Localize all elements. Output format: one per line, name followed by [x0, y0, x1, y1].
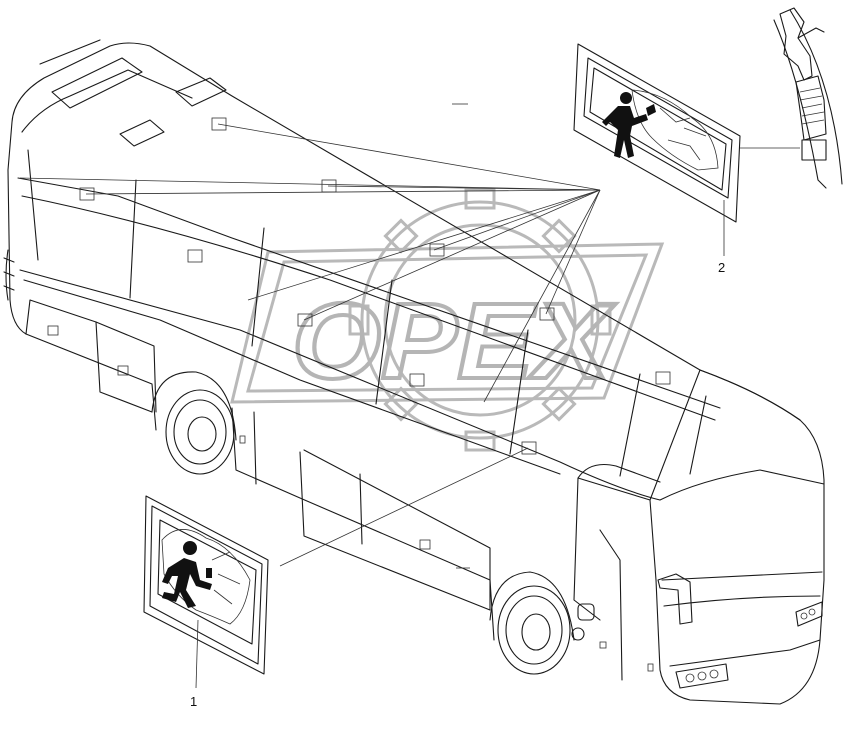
callout-1: 1 [190, 694, 197, 709]
sign-markers [47, 117, 671, 550]
rear-wheel [489, 571, 575, 675]
running-person-icon [162, 541, 212, 608]
emergency-hammer-icon [773, 7, 843, 189]
leader-lines [19, 123, 800, 567]
opex-watermark: OPEX [230, 188, 665, 452]
emergency-exit-sign-1 [143, 495, 269, 675]
bus-drawing [3, 39, 825, 705]
front-wheel [151, 371, 237, 475]
emergency-hammer-sign-2 [573, 43, 741, 223]
person-hammer-icon [602, 92, 656, 158]
callout-2: 2 [718, 260, 725, 275]
callouts: 1 2 [190, 200, 725, 709]
watermark-text: OPEX [292, 280, 616, 401]
watermark-gear [348, 188, 612, 452]
